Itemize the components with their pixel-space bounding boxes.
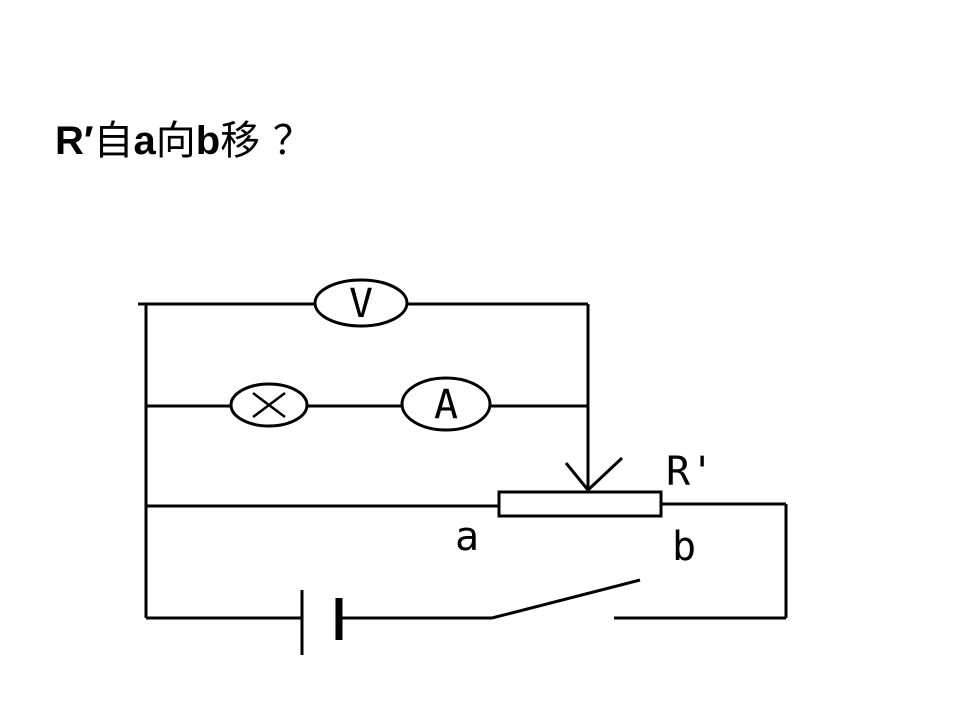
question-text: R′自a向b移 ？ [55, 108, 313, 166]
rheostat-label: R' [666, 449, 714, 495]
question-a: a [133, 119, 156, 163]
switch [491, 578, 641, 620]
ammeter-circle [400, 376, 492, 432]
question-from: 自 [93, 118, 134, 164]
terminal-a-label: a [455, 514, 479, 560]
lamp [229, 382, 309, 428]
question-rprime: R′ [55, 119, 94, 163]
battery [300, 590, 343, 655]
voltmeter-symbol: V [349, 281, 373, 327]
slider-arrow [564, 456, 624, 492]
terminal-b-label: b [672, 524, 696, 570]
question-to: 向 [155, 118, 196, 164]
ammeter: A [400, 376, 492, 432]
switch-lever [491, 578, 641, 620]
arrow-left-stroke [564, 462, 590, 491]
voltmeter-circle [313, 278, 409, 328]
question-b: b [195, 119, 221, 163]
ammeter-symbol: A [434, 382, 458, 428]
question-move: 移 ？ [220, 118, 313, 164]
arrow-right-stroke [586, 456, 624, 492]
lamp-cross-2 [252, 392, 286, 418]
voltmeter: V [313, 278, 409, 328]
rheostat-body [497, 490, 663, 518]
